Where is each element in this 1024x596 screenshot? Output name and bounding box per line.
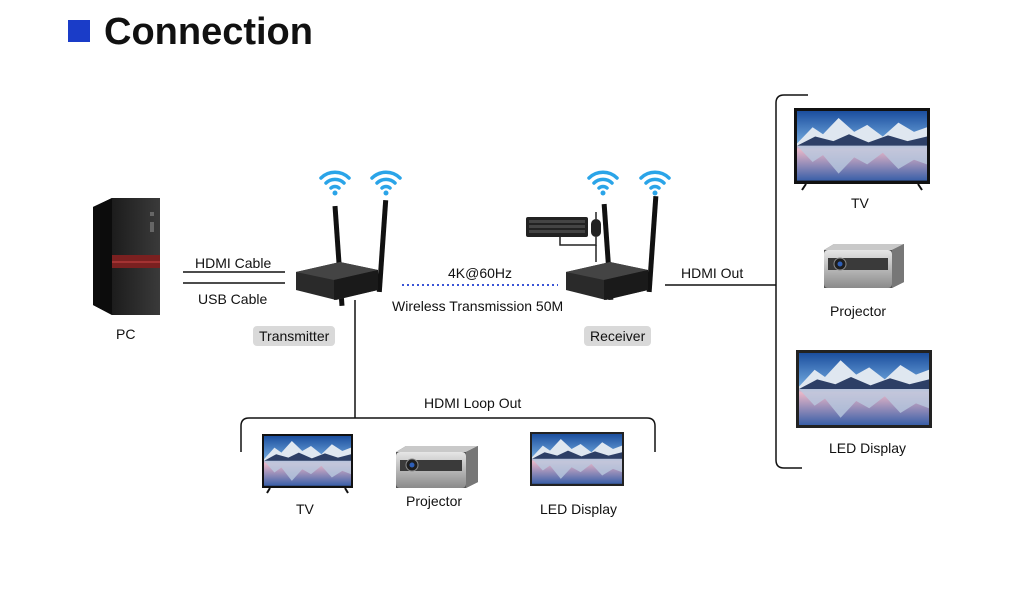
receiver-icon bbox=[566, 170, 671, 301]
hdmi-cable-label: HDMI Cable bbox=[195, 255, 272, 271]
loop-tv-label: TV bbox=[296, 501, 314, 517]
transmitter-icon bbox=[296, 170, 402, 307]
receiver-label: Receiver bbox=[584, 326, 652, 346]
wifi-icon bbox=[319, 170, 351, 198]
page-title: Connection bbox=[104, 11, 313, 53]
out-led-display-label: LED Display bbox=[829, 440, 907, 456]
transmitter-label: Transmitter bbox=[253, 326, 336, 346]
pc-label: PC bbox=[116, 326, 136, 342]
title-bullet bbox=[68, 20, 90, 42]
loop-led-display-label: LED Display bbox=[540, 501, 618, 517]
wifi-icon bbox=[587, 170, 619, 198]
hdmi-out-bracket bbox=[775, 94, 808, 469]
resolution-label: 4K@60Hz bbox=[448, 265, 513, 281]
out-tv-icon bbox=[794, 108, 930, 191]
out-led-display-icon bbox=[796, 350, 932, 428]
mouse-icon bbox=[591, 212, 601, 237]
loop-out-bracket bbox=[240, 417, 656, 452]
loop-tv-icon bbox=[262, 434, 353, 494]
loop-projector-icon bbox=[396, 446, 478, 488]
wifi-icon bbox=[370, 170, 402, 198]
hdmi-out-label: HDMI Out bbox=[681, 265, 744, 281]
loop-projector-label: Projector bbox=[406, 493, 463, 509]
wireless-label: Wireless Transmission 50M bbox=[392, 298, 564, 314]
pc-icon bbox=[93, 198, 160, 315]
out-projector-icon bbox=[824, 244, 904, 288]
out-tv-label: TV bbox=[851, 195, 869, 211]
loop-led-display-icon bbox=[530, 432, 624, 486]
wifi-icon bbox=[639, 170, 671, 198]
out-projector-label: Projector bbox=[830, 303, 887, 319]
keyboard-icon bbox=[526, 217, 588, 237]
usb-peripheral-cable bbox=[559, 237, 597, 246]
usb-cable-label: USB Cable bbox=[198, 291, 268, 307]
hdmi-loop-out-label: HDMI Loop Out bbox=[424, 395, 522, 411]
